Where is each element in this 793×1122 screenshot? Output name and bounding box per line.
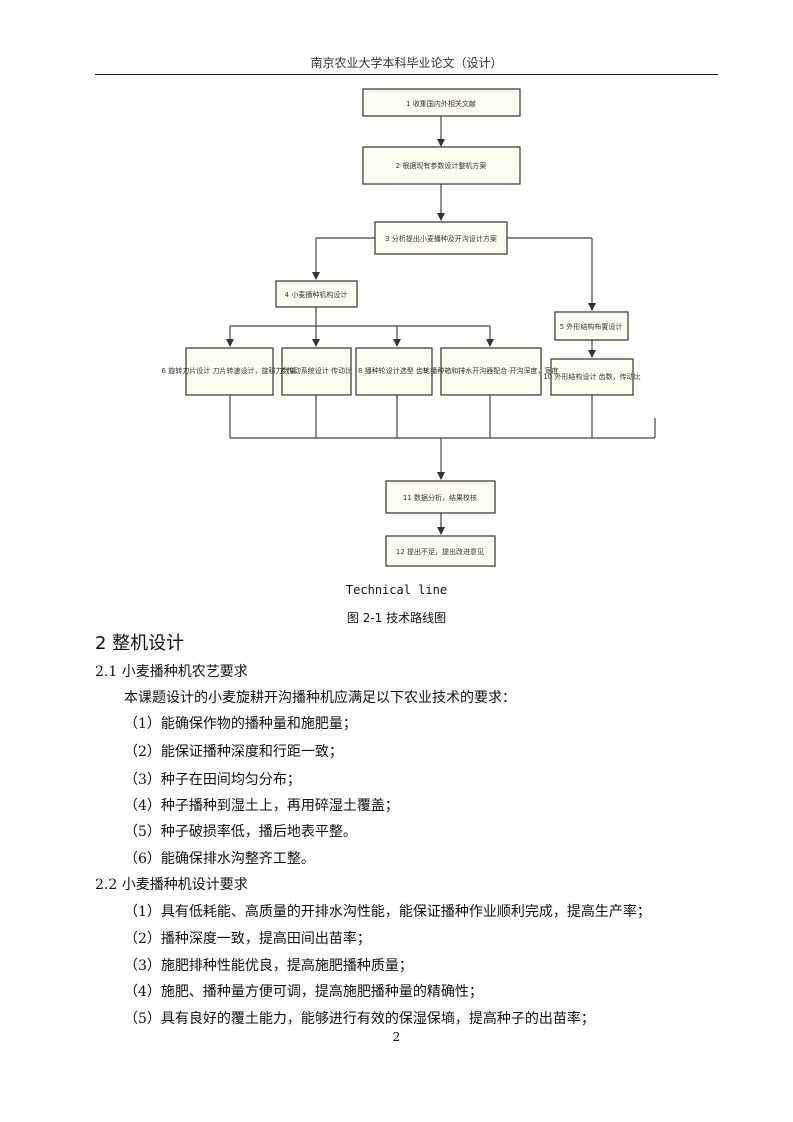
list-item: （2）能保证播种深度和行距一致； bbox=[124, 744, 343, 760]
technical-route-flowchart: 1 收集国内外相关文献 2 根据现有参数设计整机方案 3 分析提出小麦播种及开沟… bbox=[162, 88, 656, 567]
list-item: （2）播种深度一致，提高田间出苗率； bbox=[124, 931, 371, 947]
list-item: （5）种子破损率低，播后地表平整。 bbox=[124, 824, 357, 840]
flow-box-2 bbox=[362, 146, 521, 185]
figure-english-caption: Technical line bbox=[345, 583, 448, 597]
list-item: （4）种子播种到湿土上，再用碎湿土覆盖； bbox=[124, 798, 399, 814]
list-item: （1）具有低耗能、高质量的开排水沟性能，能保证播种作业顺利完成，提高生产率； bbox=[124, 904, 651, 920]
flow-box-12-label: 12 提出不足，提出改进意见 bbox=[396, 547, 484, 556]
figure-caption: 图 2-1 技术路线图 bbox=[346, 611, 447, 625]
list-item: （5）具有良好的覆土能力，能够进行有效的保湿保墒，提高种子的出苗率； bbox=[124, 1011, 595, 1027]
list-item: （3）种子在田间均匀分布； bbox=[124, 772, 301, 788]
flow-box-1-label: 1 收集国内外相关文献 bbox=[406, 99, 476, 108]
flow-box-8 bbox=[355, 347, 433, 396]
flow-box-3-label: 3 分析提出小麦播种及开沟设计方案 bbox=[385, 234, 497, 243]
subsection-heading-2-2: 2.2 小麦播种机设计要求 bbox=[95, 877, 248, 893]
paragraph-intro: 本课题设计的小麦旋耕开沟播种机应满足以下农业技术的要求： bbox=[124, 690, 516, 706]
list-item: （4）施肥、播种量方便可调，提高施肥播种量的精确性； bbox=[124, 984, 483, 1000]
header-rule bbox=[95, 74, 718, 75]
section-heading-2: 2 整机设计 bbox=[95, 633, 185, 654]
flow-box-4-label: 4 小麦播种机构设计 bbox=[285, 290, 348, 299]
flow-box-7 bbox=[281, 347, 352, 396]
flow-box-5 bbox=[554, 311, 629, 341]
flow-box-10 bbox=[550, 358, 634, 396]
flow-box-6-label: 6 旋转刀片设计 刀片转速设计，旋耕力数量 bbox=[162, 366, 297, 375]
flow-box-1 bbox=[362, 88, 521, 117]
list-item: （6）能确保排水沟整齐工整。 bbox=[124, 851, 315, 867]
flow-box-12 bbox=[385, 535, 496, 567]
subsection-heading-2-1: 2.1 小麦播种机农艺要求 bbox=[95, 664, 248, 680]
flow-box-8-label: 8 播种轮设计选型 齿轮 bbox=[358, 366, 430, 375]
running-header: 南京农业大学本科毕业论文（设计） bbox=[310, 56, 503, 70]
page-number: 2 bbox=[392, 1030, 401, 1044]
flow-box-11-label: 11 数据分析，结果校核 bbox=[403, 493, 477, 502]
flow-box-6 bbox=[185, 347, 274, 396]
list-item: （3）施肥排种性能优良，提高施肥播种质量； bbox=[124, 958, 413, 974]
flow-box-9 bbox=[440, 347, 542, 396]
flow-box-4 bbox=[275, 280, 358, 308]
flow-box-2-label: 2 根据现有参数设计整机方案 bbox=[396, 161, 487, 170]
flow-box-9-label: 9 播种箱和排水开沟器配合 开沟深度，宽度 bbox=[424, 366, 559, 375]
flow-box-11 bbox=[385, 480, 496, 514]
flow-box-7-label: 7 传动系统设计 传动比 bbox=[280, 366, 352, 375]
flow-box-5-label: 5 外形结构布置设计 bbox=[560, 322, 623, 331]
list-item: （1）能确保作物的播种量和施肥量； bbox=[124, 716, 357, 732]
flow-box-3 bbox=[374, 221, 508, 255]
flow-box-10-label: 10 外形结构设计 齿数，传动比 bbox=[543, 372, 640, 381]
